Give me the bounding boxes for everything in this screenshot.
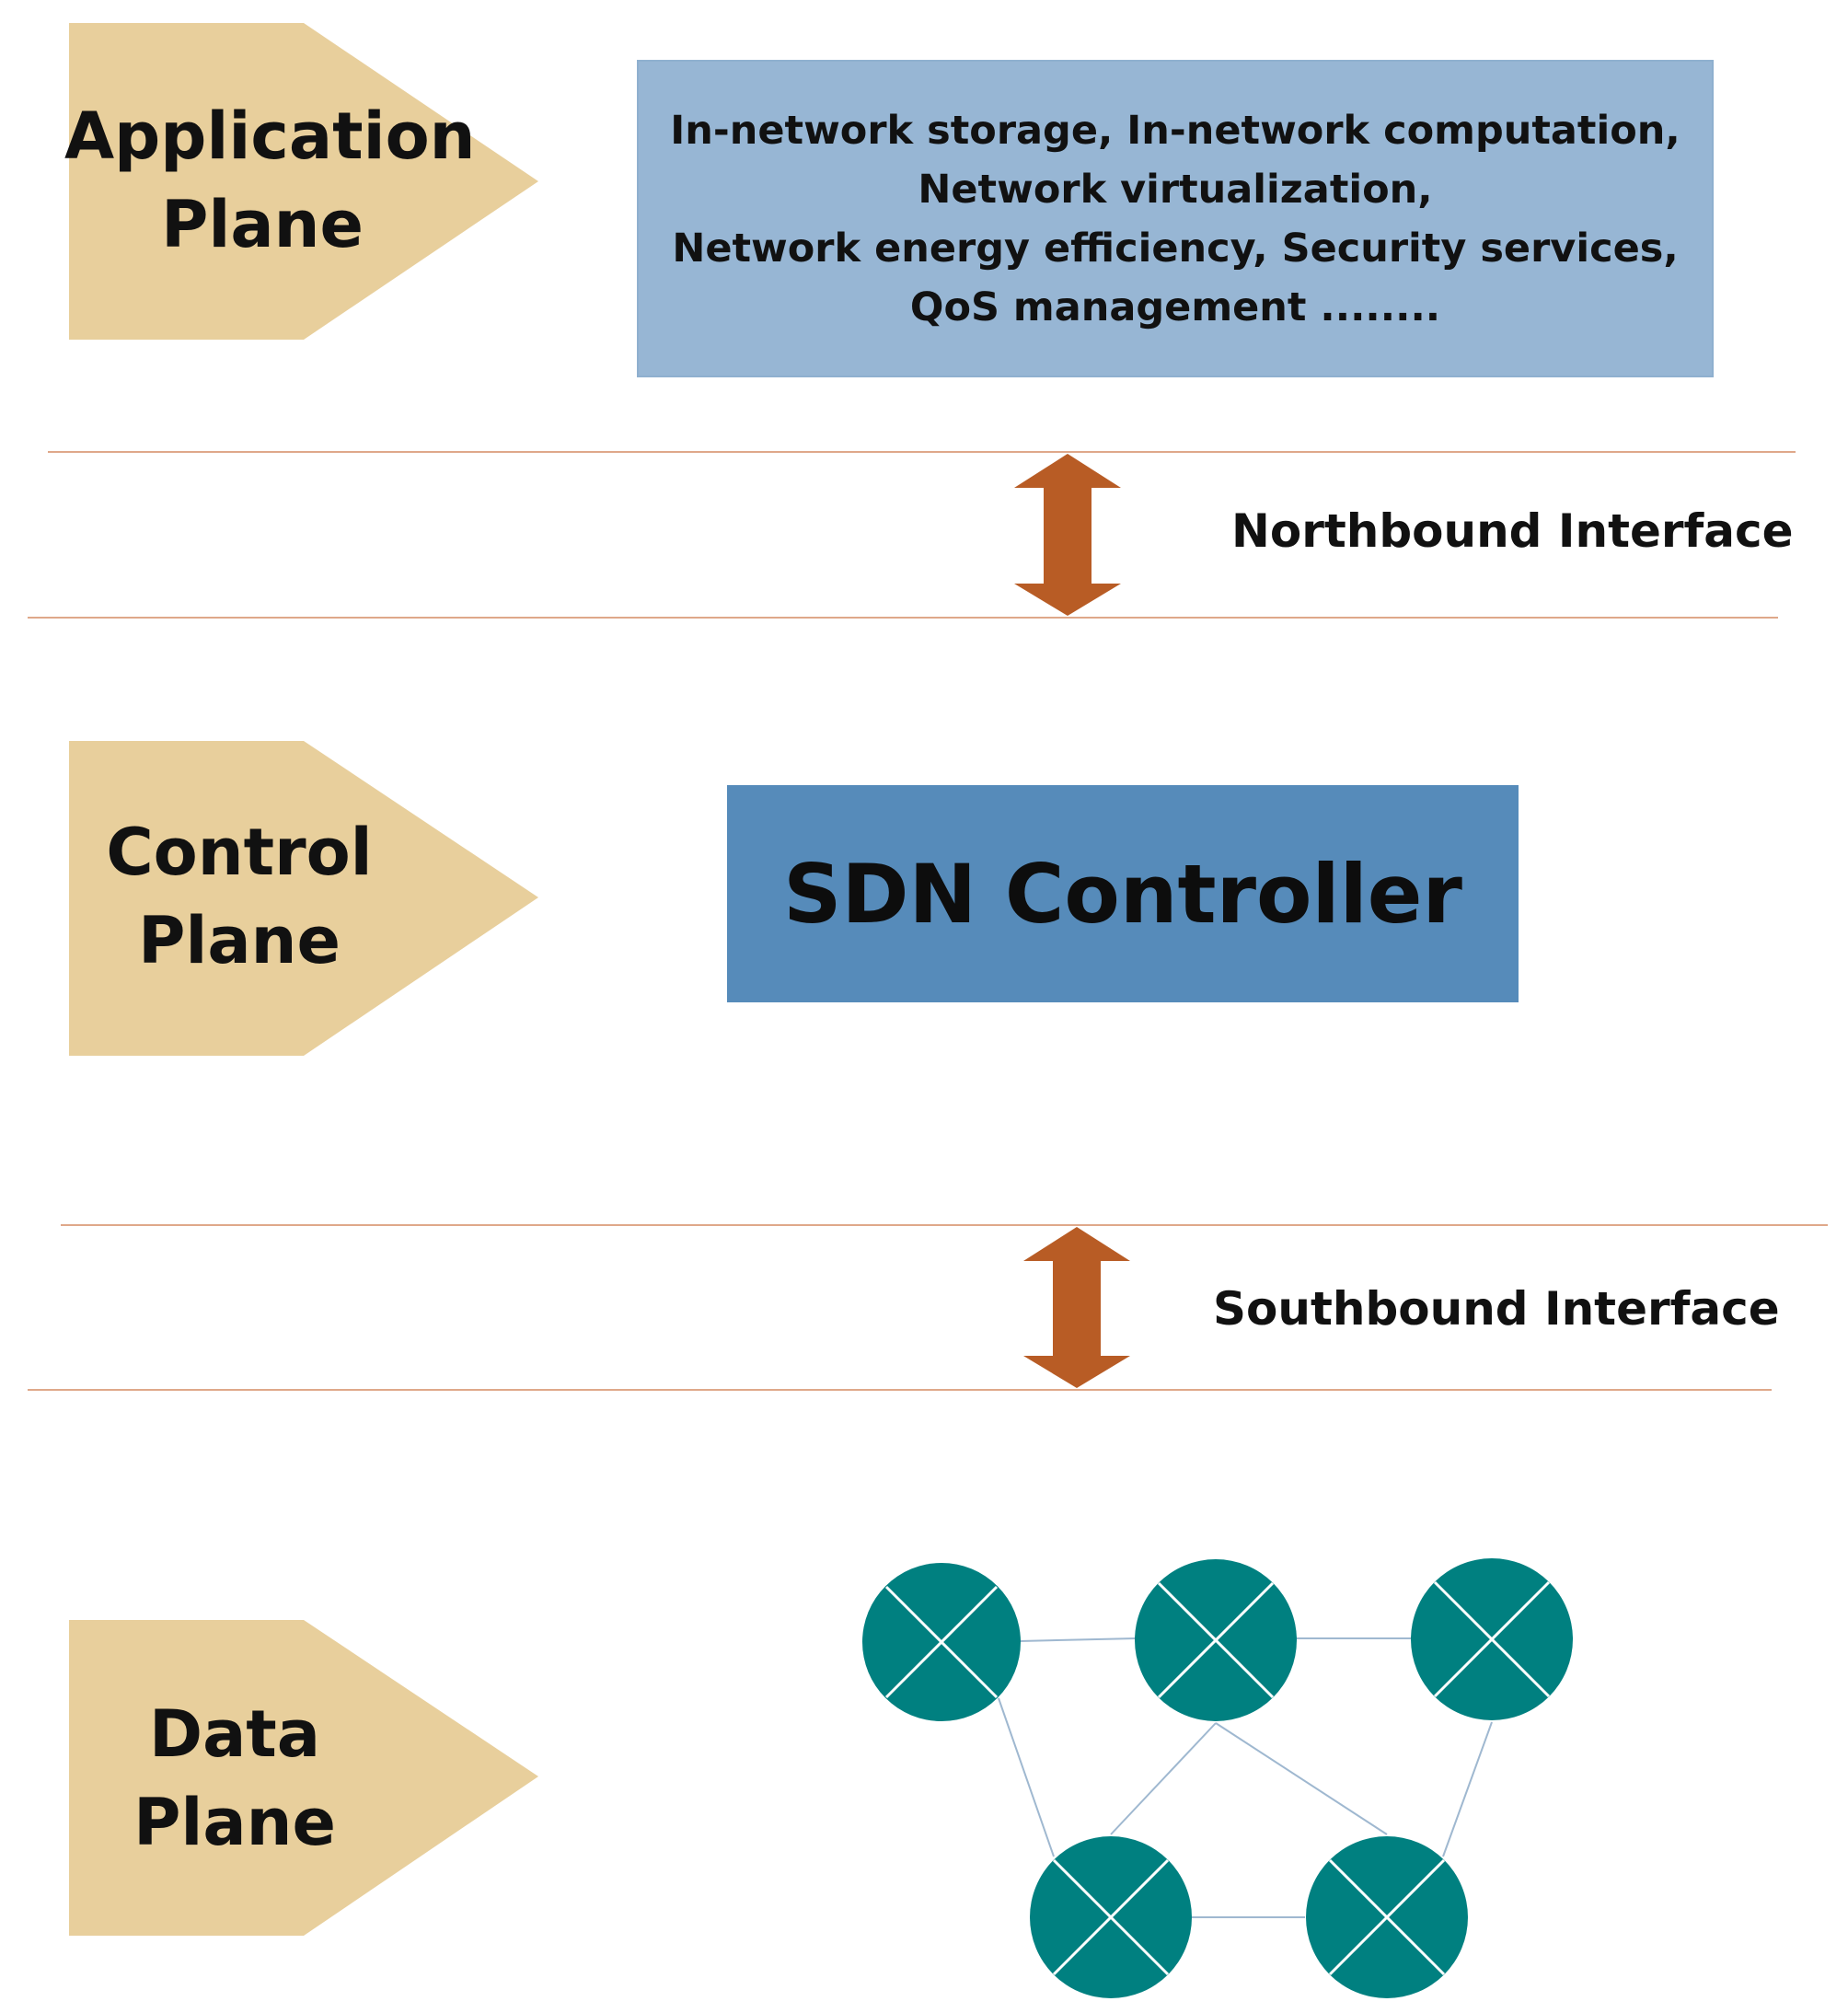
application-plane-arrow [69,23,538,340]
sdn-controller-label: SDN Controller [783,846,1462,942]
application-plane-label: Application Plane [64,92,476,269]
application-plane-line1: Application [64,98,476,174]
application-services-line-2: Network virtualization, [918,166,1433,213]
switch-node-4 [1030,1836,1192,1998]
switch-node-icon [884,1585,999,1699]
data-plane-line2: Plane [133,1785,336,1860]
switch-node-icon [1052,1858,1170,1976]
data-plane-line1: Data [148,1696,321,1772]
switch-node-icon [1328,1858,1446,1976]
application-services-line-4: QoS management ........ [909,283,1441,330]
application-services-line-1: In-network storage, In-network computati… [670,107,1681,154]
link-2-4 [1110,1722,1217,1835]
southbound-interface-label: Southbound Interface [1213,1282,1780,1336]
control-plane-line2: Plane [138,903,341,978]
switch-node-3 [1411,1558,1573,1720]
switch-node-1 [862,1563,1021,1721]
application-services-box: In-network storage, In-network computati… [637,60,1714,377]
switch-node-5 [1306,1836,1468,1998]
link-1-2 [1019,1637,1138,1642]
control-plane-label: Control Plane [41,808,437,985]
data-plane-label: Data Plane [37,1690,433,1867]
data-plane-arrow [69,1620,538,1936]
control-plane-line1: Control [106,815,373,890]
northbound-interface-label: Northbound Interface [1231,504,1794,558]
sdn-controller-box: SDN Controller [727,785,1519,1002]
network-links [998,1637,1493,1918]
switch-node-icon [1157,1581,1275,1699]
link-1-4 [998,1697,1055,1857]
control-plane-arrow [69,741,538,1056]
application-services-line-3: Network energy efficiency, Security serv… [672,225,1679,272]
switch-node-icon [1433,1580,1551,1698]
link-2-5 [1215,1722,1388,1835]
southbound-double-arrow-icon [1023,1227,1130,1388]
northbound-double-arrow-icon [1014,454,1121,616]
link-3-5 [1442,1721,1493,1857]
application-plane-line2: Plane [161,187,364,262]
switch-node-2 [1135,1559,1297,1721]
